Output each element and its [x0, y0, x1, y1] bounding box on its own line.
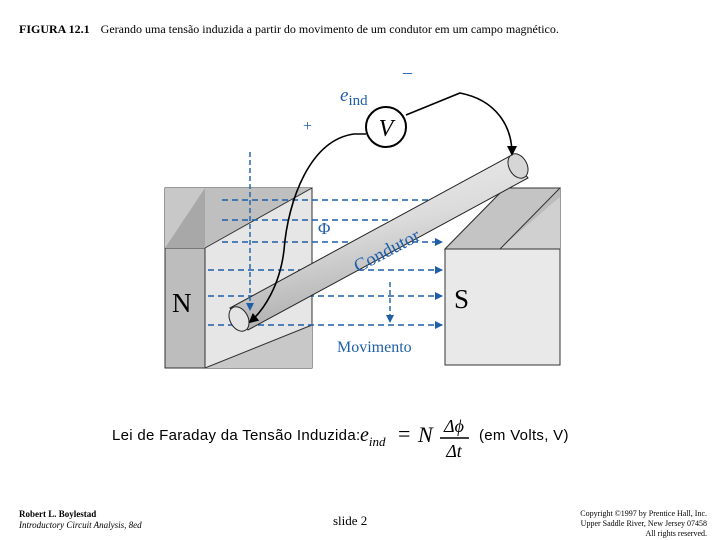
south-pole-label: S [454, 284, 469, 314]
plus-terminal-sign: + [303, 118, 312, 135]
slide-number: slide 2 [333, 513, 368, 528]
conductor-rod [228, 153, 529, 332]
south-pole-block [443, 187, 562, 366]
formula-coefficient: N [417, 422, 434, 447]
formula-denominator: Δt [445, 441, 463, 461]
law-units: (em Volts, V) [479, 427, 569, 444]
figure-number: FIGURA 12.1 [19, 22, 90, 36]
formula-equals: = [398, 421, 410, 446]
footer-credits: Robert L. Boylestad Introductory Circuit… [19, 509, 142, 531]
flux-label: Φ [318, 219, 330, 238]
voltmeter-label: V [379, 116, 396, 142]
voltmeter-leads [248, 92, 517, 324]
emf-label: eind [340, 85, 368, 109]
figure-caption-text: Gerando uma tensão induzida a partir do … [100, 22, 559, 36]
footer-author: Robert L. Boylestad [19, 509, 97, 519]
faraday-diagram: V eind – + Φ Condutor N S Movimento [160, 60, 570, 370]
copyright-line-3: All rights reserved. [645, 529, 707, 538]
faraday-law: Lei de Faraday da Tensão Induzida: eind … [0, 416, 720, 462]
voltmeter [365, 106, 407, 148]
faraday-formula: eind = N Δϕ Δt [358, 416, 476, 462]
formula-lhs: eind [360, 424, 386, 449]
formula-numerator: Δϕ [443, 418, 464, 436]
north-pole-block [164, 187, 313, 369]
figure-caption: FIGURA 12.1 Gerando uma tensão induzida … [19, 22, 559, 37]
copyright-line-2: Upper Saddle River, New Jersey 07458 [580, 519, 707, 528]
motion-label: Movimento [337, 339, 412, 356]
footer-copyright: Copyright ©1997 by Prentice Hall, Inc. U… [580, 509, 707, 539]
north-pole-label: N [172, 288, 192, 318]
copyright-line-1: Copyright ©1997 by Prentice Hall, Inc. [580, 509, 707, 518]
minus-terminal-sign: – [402, 62, 413, 82]
footer-book: Introductory Circuit Analysis, 8ed [19, 520, 142, 530]
law-label: Lei de Faraday da Tensão Induzida: [112, 427, 361, 444]
